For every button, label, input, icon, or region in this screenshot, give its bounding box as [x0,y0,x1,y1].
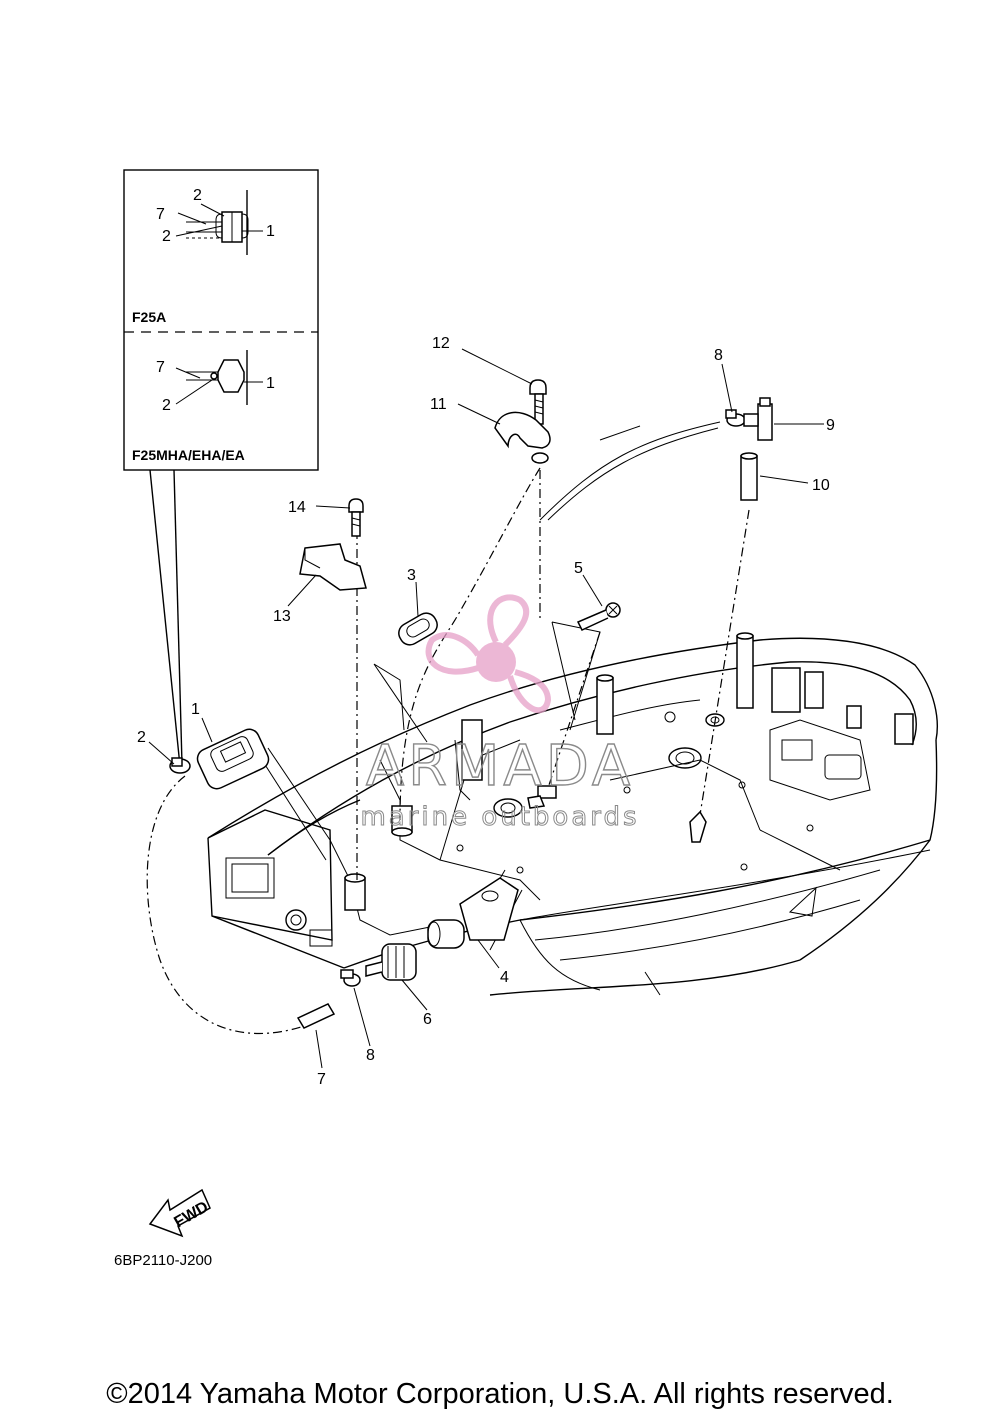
callout-8-lower: 8 [366,1047,375,1064]
watermark-logo [425,594,552,714]
inset-variant-a-label: F25A [132,309,166,325]
inset-b-callout-1: 1 [266,375,275,392]
part-1-grommet [196,728,270,790]
inner-fitting [527,785,557,809]
leader-part-3 [399,467,541,821]
inset-a-callout-7: 7 [156,206,165,223]
part-4-fitting [427,877,519,949]
inset-box: 2 7 1 2 F25A 7 1 2 F25MHA/EHA/EA [123,169,319,471]
leader-hose-7 [146,775,321,1034]
callout-11: 11 [430,396,447,413]
leader-part-10 [699,509,750,816]
callout-8-upper: 8 [714,347,723,364]
callout-2: 2 [137,729,146,746]
callout-14: 14 [288,499,306,516]
inset-leader-left [149,469,181,767]
inset-a-grommet [186,190,249,255]
drain-fitting [689,810,707,843]
inset-b-callout-7: 7 [156,359,165,376]
callout-13: 13 [273,608,291,625]
callout-10: 10 [812,477,830,494]
part-8-clip-upper [725,409,746,427]
callout-12: 12 [432,335,450,352]
part-11-clamp [494,411,551,464]
watermark-tagline: marine outboards [360,802,639,832]
part-6-connector [365,943,417,981]
callout-5: 5 [574,560,583,577]
part-2-clip [169,757,191,774]
callout-9: 9 [826,417,835,434]
callout-3: 3 [407,567,416,584]
part-13-bracket [299,543,367,591]
part-5-screw [576,602,621,631]
inset-a-callout-2-bottom: 2 [162,228,171,245]
callout-4: 4 [500,969,509,986]
part-3-grommet [398,612,438,646]
inset-b-callout-2: 2 [162,397,171,414]
diagram-code: 6BP2110-J200 [114,1252,212,1269]
inset-leader-right [173,469,183,765]
fwd-arrow-icon [148,1188,211,1238]
copyright-notice: ©2014 Yamaha Motor Corporation, U.S.A. A… [106,1378,894,1410]
callout-1: 1 [191,701,200,718]
part-10-tube [740,452,758,501]
part-8-clip-lower [340,969,361,987]
inset-variant-b-label: F25MHA/EHA/EA [132,447,245,463]
bottom-cowling [207,632,938,996]
part-14-bolt [348,498,364,537]
watermark-brand: ARMADA [366,734,634,799]
inset-b-grommet [186,350,248,405]
callout-6: 6 [423,1011,432,1028]
part-7-hose [296,1003,336,1029]
part-12-bolt [529,379,547,425]
part-9-t-joint [743,397,773,441]
inset-a-callout-2-top: 2 [193,187,202,204]
callout-7: 7 [317,1071,326,1088]
inset-a-callout-1: 1 [266,223,275,240]
